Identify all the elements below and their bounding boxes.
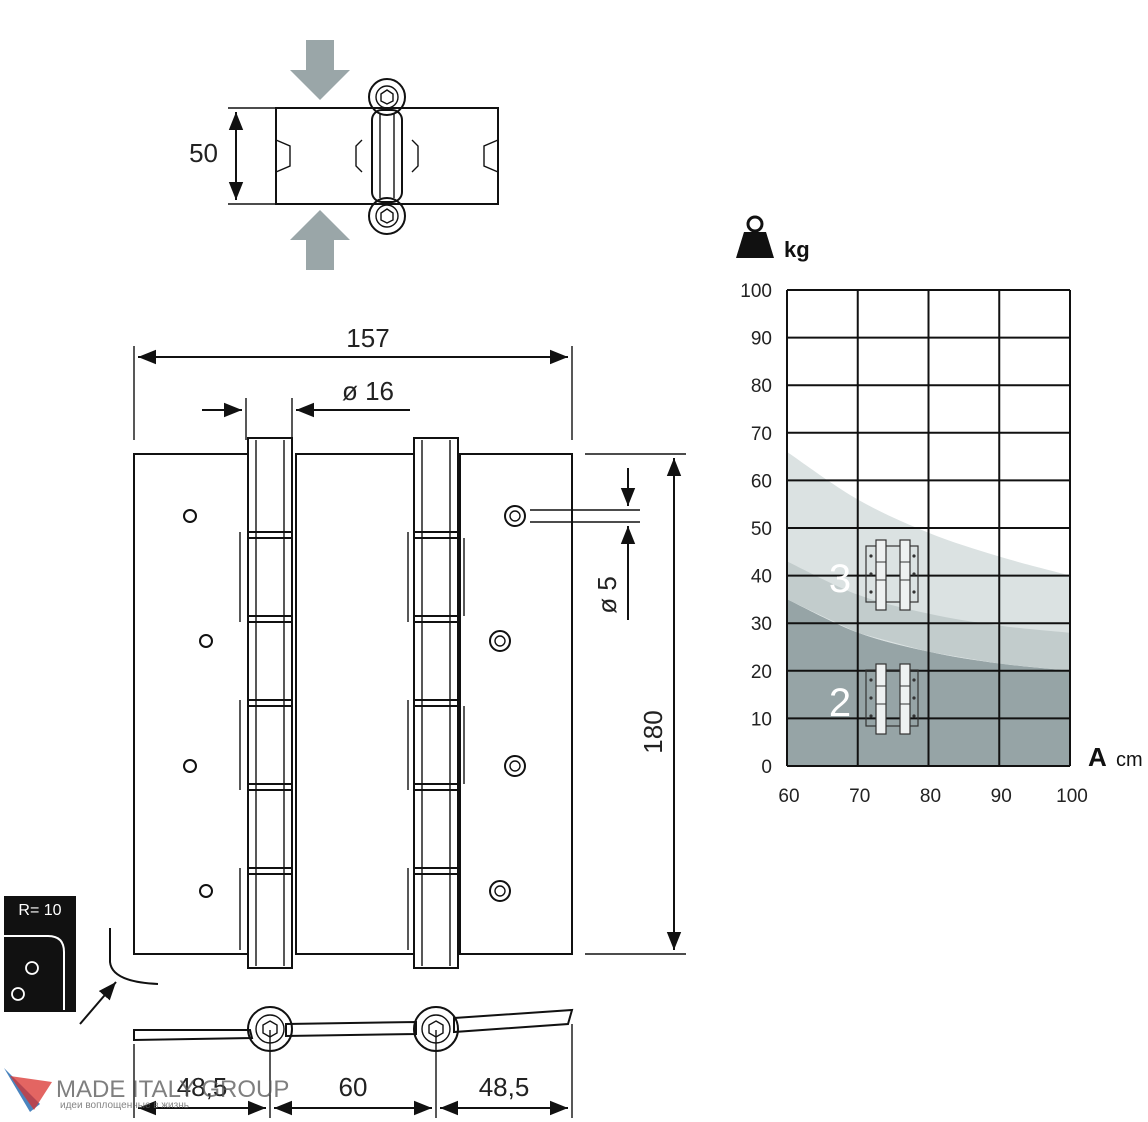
dim-height-top: 50 (189, 138, 218, 168)
y-tick-label: 100 (740, 281, 772, 302)
x-tick-label: 60 (778, 786, 799, 807)
dim-overall-width: 157 (346, 323, 389, 353)
y-tick-label: 20 (751, 662, 772, 683)
dim-pin-diameter: ø 16 (342, 376, 394, 406)
y-tick-label: 90 (751, 329, 772, 350)
y-tick-label: 70 (751, 424, 772, 445)
y-tick-label: 50 (751, 519, 772, 540)
top-view: 50 (189, 40, 499, 270)
x-tick-label: 80 (920, 786, 941, 807)
series-label: 3 (829, 557, 851, 601)
watermark: MADE ITALY GROUP идеи воплощенные в жизн… (4, 1068, 289, 1112)
press-arrow-icon (290, 210, 350, 270)
dim-bottom-right: 48,5 (479, 1072, 530, 1102)
x-tick-label: 70 (849, 786, 870, 807)
x-tick-label: 90 (991, 786, 1012, 807)
front-view: 157 ø 16 (133, 323, 686, 969)
y-tick-label: 80 (751, 376, 772, 397)
weight-icon (736, 232, 774, 258)
hinge-icon (865, 539, 919, 611)
series-label: 2 (829, 681, 851, 725)
y-tick-label: 0 (761, 757, 772, 778)
dim-hole-diameter: ø 5 (592, 576, 622, 614)
hinge-icon (865, 663, 919, 735)
dim-bottom-left: 48,5 (177, 1072, 228, 1102)
y-tick-label: 40 (751, 567, 772, 588)
bottom-view: 48,5 60 48,5 (133, 1006, 574, 1118)
weight-icon-ring (746, 215, 764, 233)
dim-bottom-center: 60 (339, 1072, 368, 1102)
radius-label: R= 10 (18, 902, 61, 919)
watermark-tagline: идеи воплощенные в жизнь (60, 1100, 189, 1111)
corner-radius-detail: R= 10 (4, 896, 159, 1025)
press-arrow-icon (290, 40, 350, 100)
y-tick-label: 30 (751, 614, 772, 635)
watermark-brand: MADE ITALY GROUP (56, 1076, 289, 1103)
x-axis-label: A (1088, 742, 1107, 772)
y-tick-label: 10 (751, 709, 772, 730)
y-unit: kg (784, 237, 810, 262)
dim-height: 180 (638, 710, 668, 753)
x-tick-label: 100 (1056, 786, 1088, 807)
x-unit: cm (1116, 749, 1143, 771)
y-tick-label: 60 (751, 471, 772, 492)
